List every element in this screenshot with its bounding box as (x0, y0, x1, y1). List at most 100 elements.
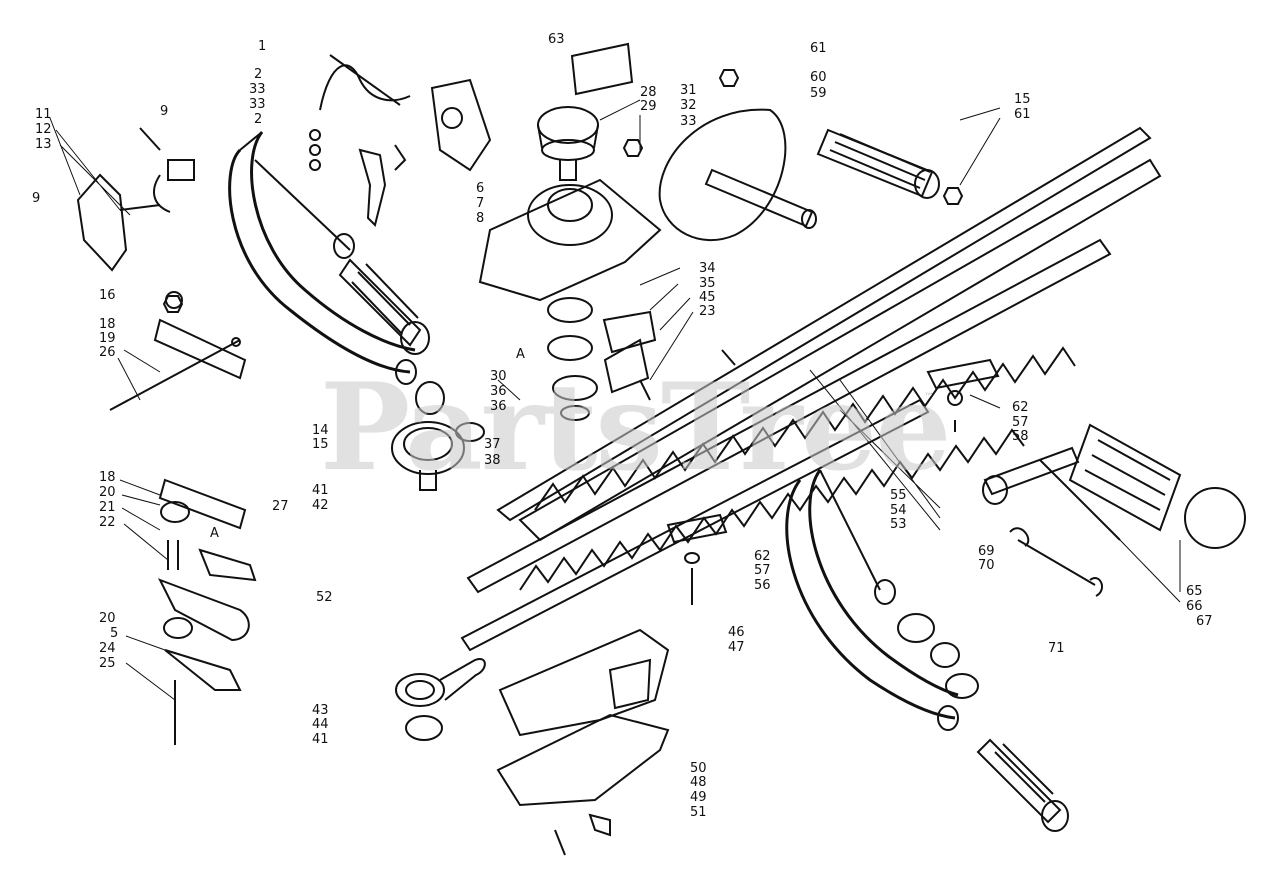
part-label: 70 (978, 558, 995, 573)
shield-disc (660, 110, 786, 240)
part-label: A (516, 347, 525, 362)
connecting-plate (604, 312, 655, 400)
part-label: 29 (640, 99, 657, 114)
front-grip (340, 260, 429, 354)
part-label: 20 (99, 485, 116, 500)
part-label: 53 (890, 517, 907, 532)
part-label: 43 (312, 703, 329, 718)
part-label: A (210, 526, 219, 541)
part-label: 14 (312, 423, 329, 438)
part-label: 57 (1012, 415, 1029, 430)
part-label: 7 (476, 196, 485, 211)
part-label: 59 (810, 86, 827, 101)
part-label: 51 (690, 805, 707, 820)
upper-cutter-blade (498, 128, 1160, 540)
part-label: 18 (99, 317, 116, 332)
part-label: 63 (548, 32, 565, 47)
engine-housing (480, 180, 660, 300)
leader-lines (50, 100, 1180, 700)
part-label: 61 (810, 41, 827, 56)
part-label: 62 (1012, 400, 1029, 415)
part-label: 22 (99, 515, 116, 530)
part-label: 49 (690, 790, 707, 805)
part-label: 55 (890, 488, 907, 503)
part-label: 5 (110, 626, 119, 641)
part-label: 33 (249, 97, 266, 112)
part-label: 15 (312, 437, 329, 452)
part-label: 6 (476, 181, 485, 196)
part-label: 50 (690, 761, 707, 776)
part-label: 19 (99, 331, 116, 346)
part-label: 9 (32, 191, 41, 206)
throttle-switch (78, 128, 194, 270)
part-label: 31 (680, 83, 697, 98)
part-label: 32 (680, 98, 697, 113)
part-label: 62 (754, 549, 771, 564)
part-label: 38 (484, 453, 501, 468)
drive-gear (392, 422, 484, 490)
rear-grip (978, 740, 1068, 831)
part-label: 33 (680, 114, 697, 129)
part-label: 1 (258, 39, 267, 54)
rear-handle-bar (787, 470, 958, 730)
part-label: 67 (1196, 614, 1213, 629)
shaft-grip (818, 130, 939, 198)
part-label: 57 (754, 563, 771, 578)
part-label: 41 (312, 483, 329, 498)
part-label: 30 (490, 369, 507, 384)
part-label: 46 (728, 625, 745, 640)
part-label: 23 (699, 304, 716, 319)
watermark-text: PartsTree (320, 357, 951, 498)
part-label: 47 (728, 640, 745, 655)
part-label: 2 (254, 112, 263, 127)
part-label: 36 (490, 384, 507, 399)
part-label: 16 (99, 288, 116, 303)
part-label: 65 (1186, 584, 1203, 599)
linkage-plate (110, 292, 245, 410)
part-label: 35 (699, 276, 716, 291)
part-label: 45 (699, 290, 716, 305)
muffler-housing (1070, 425, 1245, 548)
blade-spacers (668, 350, 998, 605)
front-handle-bar (230, 132, 416, 384)
drive-shaft (706, 170, 816, 228)
part-label: 42 (312, 498, 329, 513)
part-label: 8 (476, 211, 485, 226)
trademark-mark: ™ (924, 392, 934, 403)
bearing-stack (416, 298, 597, 420)
part-label: 21 (99, 500, 116, 515)
part-label: 34 (699, 261, 716, 276)
part-label: 61 (1014, 107, 1031, 122)
label-plate (572, 44, 632, 94)
part-label: 18 (99, 470, 116, 485)
hex-nuts (164, 70, 962, 312)
part-label: 24 (99, 641, 116, 656)
part-label: 48 (690, 775, 707, 790)
part-label: 37 (484, 437, 501, 452)
part-label: 58 (1012, 429, 1029, 444)
spanner-tool (1010, 528, 1102, 596)
fuel-cap (538, 107, 598, 180)
part-label: 13 (35, 137, 52, 152)
part-label: 69 (978, 544, 995, 559)
part-label: 66 (1186, 599, 1203, 614)
part-label: 26 (99, 345, 116, 360)
part-label: 41 (312, 732, 329, 747)
part-label: 33 (249, 82, 266, 97)
part-label: 20 (99, 611, 116, 626)
part-label: 71 (1048, 641, 1065, 656)
part-label: 12 (35, 122, 52, 137)
crank-gear-lower (396, 659, 485, 740)
wrench-tool (983, 448, 1120, 540)
carburetor-assembly (310, 55, 490, 225)
part-label: 44 (312, 717, 329, 732)
part-label: 52 (316, 590, 333, 605)
part-label: 15 (1014, 92, 1031, 107)
part-label: 2 (254, 67, 263, 82)
gearbox-cover (498, 630, 668, 855)
part-label: 11 (35, 107, 52, 122)
part-label: 36 (490, 399, 507, 414)
crank-arm-assembly (160, 480, 255, 745)
part-label: 60 (810, 70, 827, 85)
